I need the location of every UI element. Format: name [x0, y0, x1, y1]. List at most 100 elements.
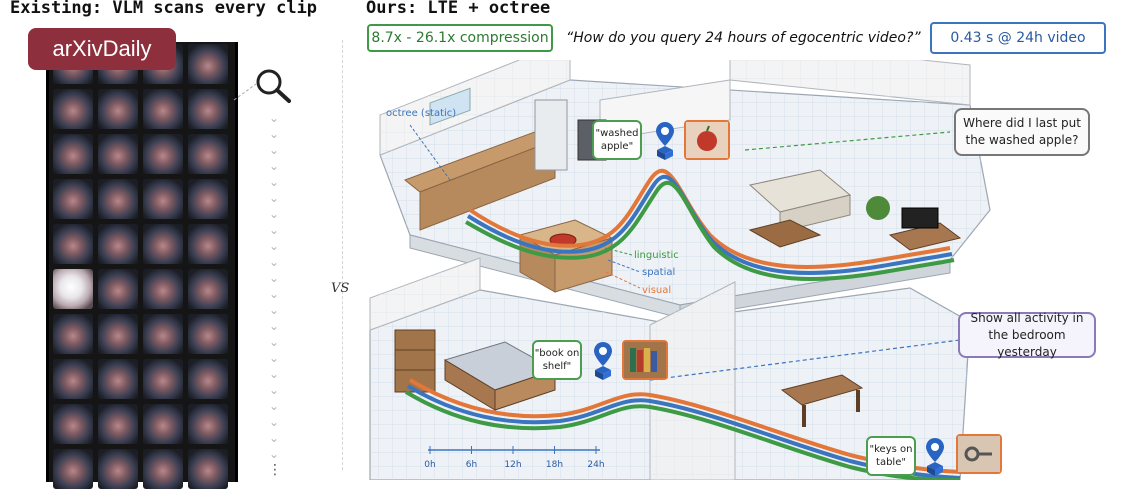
scan-pointer-line	[233, 83, 257, 101]
video-clip-thumbnail	[53, 359, 93, 399]
video-clip-thumbnail	[188, 134, 228, 174]
chevron-down-icon: ⌄	[268, 431, 280, 445]
compression-pill: 8.7x - 26.1x compression	[367, 24, 553, 52]
video-clip-thumbnail	[143, 359, 183, 399]
video-clip-thumbnail	[98, 314, 138, 354]
video-clip-thumbnail	[188, 269, 228, 309]
video-clip-thumbnail	[143, 449, 183, 489]
timeline-tick-label: 0h	[424, 460, 435, 470]
octree-label: octree (static)	[386, 108, 456, 119]
memory-keys-on-table: "keys on table"	[866, 436, 916, 476]
desk	[780, 374, 864, 406]
chevron-down-icon: ⌄	[268, 223, 280, 237]
bedroom-query-callout: Show all activity in the bedroom yesterd…	[958, 310, 1096, 359]
video-clip-thumbnail	[188, 314, 228, 354]
video-clip-thumbnail	[188, 224, 228, 264]
memory-washed-apple: "washed apple"	[592, 120, 642, 160]
linguistic-trajectory-upper	[464, 181, 955, 281]
existing-method-title: Existing: VLM scans every clip	[10, 0, 318, 18]
chevron-down-icon: ⌄	[268, 175, 280, 189]
chevron-down-icon: ⌄	[268, 335, 280, 349]
video-clip-thumbnail	[98, 224, 138, 264]
location-pin-icon	[594, 342, 612, 380]
apple-query-callout: Where did I last put the washed apple?	[954, 108, 1090, 156]
chevron-down-icon: ⌄	[268, 159, 280, 173]
chevron-down-icon: ⌄	[268, 319, 280, 333]
chevron-down-icon: ⌄	[268, 303, 280, 317]
magnifier-icon	[256, 69, 291, 103]
chevron-down-icon: ⌄	[268, 239, 280, 253]
chevron-down-icon: ⌄	[268, 415, 280, 429]
location-pin-icon	[926, 438, 944, 476]
video-clip-thumbnail	[53, 224, 93, 264]
versus-label: VS	[331, 281, 350, 296]
chevron-down-icon: ⌄	[268, 287, 280, 301]
video-clip-thumbnail	[53, 314, 93, 354]
video-clip-thumbnail	[188, 89, 228, 129]
video-clip-thumbnail	[143, 179, 183, 219]
video-clip-thumbnail	[188, 404, 228, 444]
chevron-down-icon: ⌄	[268, 207, 280, 221]
chevron-down-icon: ⌄	[268, 399, 280, 413]
memory-washed-apple-text: "washed apple"	[595, 128, 639, 152]
chevron-down-icon: ⌄	[268, 127, 280, 141]
more-clips-ellipsis: ⋮	[268, 462, 282, 478]
legend-visual: visual	[642, 285, 671, 296]
our-method-title: Ours: LTE + octree	[366, 0, 551, 18]
timeline-tick-label: 18h	[546, 460, 563, 470]
chevron-down-icon: ⌄	[268, 351, 280, 365]
video-clip-thumbnail	[53, 89, 93, 129]
video-clip-thumbnail	[188, 359, 228, 399]
video-clip-filmstrip	[46, 42, 238, 489]
video-clip-thumbnail	[188, 44, 228, 84]
video-clip-thumbnail	[98, 89, 138, 129]
memory-book-on-shelf: "book on shelf"	[532, 340, 582, 380]
video-clip-thumbnail	[98, 134, 138, 174]
comparison-divider	[342, 40, 344, 470]
bedroom-query-text: Show all activity in the bedroom yesterd…	[970, 310, 1084, 359]
video-clip-thumbnail	[53, 449, 93, 489]
video-clip-thumbnail	[98, 179, 138, 219]
memory-book-on-shelf-text: "book on shelf"	[534, 348, 580, 372]
video-clip-thumbnail	[188, 449, 228, 489]
video-clip-thumbnail	[53, 269, 93, 309]
video-clip-thumbnail	[98, 449, 138, 489]
apple-keyframe	[684, 120, 730, 160]
keys-keyframe	[956, 434, 1002, 474]
arxivdaily-badge: arXivDaily	[28, 28, 176, 70]
video-clip-thumbnail	[143, 134, 183, 174]
chevron-down-icon: ⌄	[268, 255, 280, 269]
chevron-down-icon: ⌄	[268, 447, 280, 461]
video-clip-thumbnail	[53, 179, 93, 219]
memory-keys-on-table-text: "keys on table"	[869, 444, 913, 468]
legend-spatial: spatial	[642, 267, 675, 278]
chevron-down-icon: ⌄	[268, 191, 280, 205]
fridge	[534, 99, 568, 171]
chevron-down-icon: ⌄	[268, 367, 280, 381]
video-clip-thumbnail	[143, 89, 183, 129]
chevron-down-icon: ⌄	[268, 143, 280, 157]
chevron-down-icon: ⌄	[268, 111, 280, 125]
house-plant	[866, 196, 890, 220]
timeline-tick-label: 24h	[587, 460, 604, 470]
video-clip-thumbnail	[53, 134, 93, 174]
video-clip-thumbnail	[98, 404, 138, 444]
query-question: “How do you query 24 hours of egocentric…	[566, 30, 921, 46]
timeline-tick-label: 6h	[466, 460, 477, 470]
chevron-down-icon: ⌄	[268, 271, 280, 285]
video-clip-thumbnail	[98, 269, 138, 309]
apple-query-text: Where did I last put the washed apple?	[963, 116, 1081, 147]
video-clip-thumbnail	[98, 359, 138, 399]
chevron-down-icon: ⌄	[268, 383, 280, 397]
latency-pill: 0.43 s @ 24h video	[930, 22, 1106, 54]
video-clip-thumbnail	[143, 269, 183, 309]
timeline-tick-label: 12h	[504, 460, 521, 470]
apartment-octree-scene: octree (static) linguistic spatial visua…	[369, 60, 991, 480]
coffee-table	[748, 219, 822, 248]
video-clip-thumbnail	[143, 224, 183, 264]
video-clip-thumbnail	[53, 404, 93, 444]
legend-linguistic: linguistic	[634, 250, 679, 261]
television	[901, 207, 939, 229]
video-clip-thumbnail	[143, 314, 183, 354]
location-pin-icon	[656, 122, 674, 160]
